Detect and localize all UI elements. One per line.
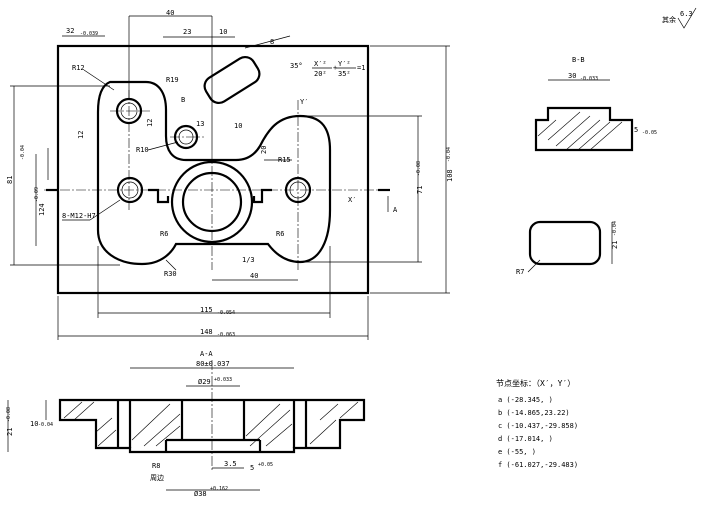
section-bb-title: B-B [572, 56, 585, 64]
bb-dim-30-tol: -0.033 [580, 76, 598, 82]
dim-10b: 10 [234, 122, 242, 130]
coords-title: 节点坐标：（X′，Y′） [496, 378, 575, 388]
axis-x-label: X′ [348, 196, 356, 204]
roughness-symbol: 其余 6.3 [662, 7, 697, 29]
bb-dim-30: 30 [568, 72, 576, 80]
label-r10: R10 [136, 146, 149, 154]
dim-115-tol: -0.054 [217, 310, 235, 316]
step-right [252, 188, 272, 204]
section-aa-title: A-A [200, 350, 213, 358]
dim-81: 81 [6, 176, 14, 184]
aa-dim-38: Ø38 [194, 490, 207, 498]
coord-row: d (-17.014, ) [498, 435, 553, 443]
aa-dim-21-tol: -0.08 [6, 407, 12, 422]
dim-twelve-b: 12 [146, 119, 154, 127]
dim-10: 10 [219, 28, 227, 36]
dim-32-tol: -0.039 [80, 31, 98, 37]
section-bb: B-B 30 -0.033 5 -0.05 [534, 56, 657, 152]
formula-eq: =1 [357, 64, 365, 72]
roughness-text: 其余 [662, 15, 676, 24]
label-r6b: R6 [276, 230, 284, 238]
dim-148: 148 [200, 328, 213, 336]
formula-x: X′² [314, 60, 327, 68]
aa-dim-21: 21 [6, 428, 14, 436]
dim-32: 32 [66, 27, 74, 35]
plan-view: 40 23 10 8 32 -0.039 35° X′² 20² + Y′² 3… [6, 9, 454, 340]
axis-y-label: Y′ [300, 98, 308, 106]
aa-dim-29: Ø29 [198, 378, 211, 386]
label-r12: R12 [72, 64, 85, 72]
aa-dim-10: 10 [30, 420, 38, 428]
aa-r8: R8 [152, 462, 160, 470]
aa-dim-10-tol: -0.04 [38, 422, 53, 428]
section-b-marker: B [181, 96, 185, 104]
dim-40-top: 40 [166, 9, 174, 17]
slot-r7: R7 [516, 268, 524, 276]
aa-dim-29-tol: +0.033 [214, 377, 232, 383]
slot-view: R7 21 -0.04 [516, 220, 619, 276]
dim-8: 8 [270, 38, 274, 46]
aa-dim-38-tol: +0.162 [210, 486, 228, 492]
dim-71-tol: -0.08 [416, 161, 422, 176]
aa-dim-5: 5 [250, 464, 254, 472]
dim-124: 124 [38, 203, 46, 216]
bb-dim-5: 5 [634, 126, 638, 134]
label-r6: R6 [160, 230, 168, 238]
dim-40-bottom: 40 [250, 272, 258, 280]
coordinate-table: 节点坐标：（X′，Y′） a (-28.345, ) b (-14.865,23… [496, 378, 578, 469]
coord-row: c (-10.437,-29.858) [498, 422, 578, 430]
dim-twelve: 12 [77, 131, 85, 139]
tilted-slot [203, 55, 261, 105]
dim-124-tol: -0.09 [34, 187, 40, 202]
pocket-outline [96, 80, 332, 266]
angle-35: 35° [290, 62, 303, 70]
dim-13: 13 [196, 120, 204, 128]
dim-108-tol: -0.04 [446, 147, 452, 162]
bb-hatch [537, 111, 623, 151]
dim-23: 23 [183, 28, 191, 36]
aa-note: 周边 [150, 473, 164, 482]
formula-y: Y′² [338, 60, 351, 68]
slot-dim-21: 21 [611, 241, 619, 249]
dim-108: 108 [446, 169, 454, 182]
roughness-value: 6.3 [680, 10, 693, 18]
aa-dim-35: 3.5 [224, 460, 237, 468]
dim-twenty: 20 [260, 146, 268, 154]
dim-71: 71 [416, 186, 424, 194]
label-r30: R30 [164, 270, 177, 278]
step-left [148, 188, 170, 204]
plate-outline [56, 44, 370, 295]
label-r19: R19 [166, 76, 179, 84]
svg-text:+: + [333, 64, 337, 72]
dim-148-tol: -0.063 [217, 332, 235, 338]
dim-81-tol: -0.04 [20, 145, 26, 160]
slot-dim-21-tol: -0.04 [612, 221, 618, 236]
coord-row: f (-61.027,-29.483) [498, 461, 578, 469]
coord-row: a (-28.345, ) [498, 396, 553, 404]
aa-dim-80: 80±0.037 [196, 360, 230, 368]
hole-spec: 8-M12-H7 [62, 212, 96, 220]
section-aa: A-A 80±0.037 Ø29 +0.033 [6, 350, 366, 498]
aa-hatch [63, 401, 359, 447]
aa-dim-5-tol: +0.05 [258, 462, 273, 468]
coord-row: e (-55, ) [498, 448, 536, 456]
dim-115: 115 [200, 306, 213, 314]
formula-20: 20² [314, 70, 327, 78]
bb-dim-5-tol: -0.05 [642, 130, 657, 136]
formula-35: 35² [338, 70, 351, 78]
chamfer-note: 1/3 [242, 256, 255, 264]
coord-row: b (-14.865,23.22) [498, 409, 570, 417]
section-a-marker: A [393, 206, 398, 214]
